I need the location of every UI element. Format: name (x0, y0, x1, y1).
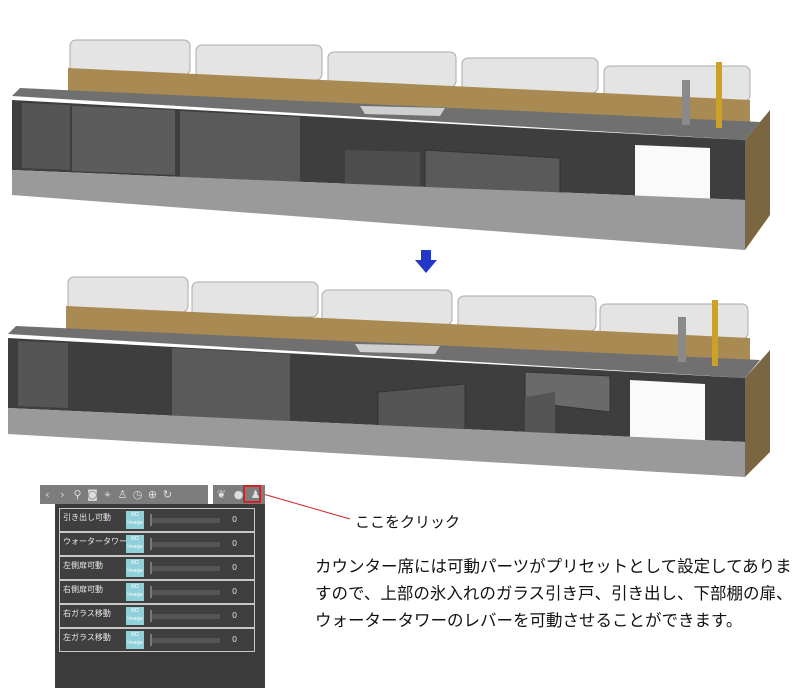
description-text: カウンター席には可動パーツがプリセットとして設定してありますので、上部の氷入れの… (315, 557, 793, 630)
counter-render-before (12, 39, 770, 250)
chevron-right-icon[interactable]: › (60, 488, 65, 501)
wrench-icon[interactable]: ⚲ (73, 488, 82, 501)
part-value: 0 (232, 539, 238, 548)
slider-handle[interactable] (150, 610, 152, 622)
part-label: 左ガラス移動 (63, 633, 111, 642)
part-row: 右側扉可動 NO image 0 (59, 580, 255, 604)
part-value: 0 (232, 563, 238, 572)
part-label: 右ガラス移動 (63, 609, 111, 618)
part-slider[interactable] (150, 518, 220, 523)
part-value: 0 (232, 611, 238, 620)
focus-icon[interactable]: ⌖ (104, 487, 111, 501)
part-thumbnail[interactable]: NO image (126, 607, 144, 625)
part-thumbnail[interactable]: NO image (126, 583, 144, 601)
part-row: 右ガラス移動 NO image 0 (59, 604, 255, 628)
figure-icon[interactable]: ♙ (117, 488, 128, 501)
slider-handle[interactable] (150, 586, 152, 598)
part-thumbnail[interactable]: NO image (126, 631, 144, 649)
part-row: 引き出し可動 NO image 0 (59, 508, 255, 532)
slider-handle[interactable] (150, 562, 152, 574)
slider-handle[interactable] (150, 514, 152, 526)
bulb-icon[interactable]: ● (233, 488, 244, 501)
part-row: ウォータータワーレバー可動NO image 0 (59, 532, 255, 556)
down-arrow-icon (414, 250, 438, 278)
toolbar-divider (208, 485, 213, 504)
callout-label: ここをクリック (355, 513, 461, 531)
part-value: 0 (232, 587, 238, 596)
part-label: 右側扉可動 (63, 585, 103, 594)
viewer-toolbar-right: ❦ ● ♟ (208, 485, 265, 504)
part-label: 引き出し可動 (63, 513, 111, 522)
highlight-box (243, 485, 261, 503)
light-icon[interactable]: ❦ (216, 488, 227, 501)
camera-icon[interactable]: ◙ (87, 488, 98, 501)
part-thumbnail[interactable]: NO image (126, 559, 144, 577)
slider-handle[interactable] (150, 538, 152, 550)
part-slider[interactable] (150, 542, 220, 547)
clock-icon[interactable]: ◷ (132, 488, 143, 501)
part-row: 左ガラス移動 NO image 0 (59, 628, 255, 652)
slider-handle[interactable] (150, 634, 152, 646)
zoom-icon[interactable]: ⊕ (147, 488, 158, 501)
part-label: ウォータータワーレバー可動 (63, 537, 129, 546)
part-value: 0 (232, 515, 238, 524)
counter-render-after (8, 276, 770, 477)
part-value: 0 (232, 635, 238, 644)
part-label: 左側扉可動 (63, 561, 103, 570)
part-slider[interactable] (150, 566, 220, 571)
part-thumbnail[interactable]: NO image (126, 535, 144, 553)
movable-parts-icon[interactable]: ♟ (250, 488, 261, 501)
part-thumbnail[interactable]: NO image (126, 511, 144, 529)
part-slider[interactable] (150, 614, 220, 619)
rotate-icon[interactable]: ↻ (162, 488, 173, 501)
part-slider[interactable] (150, 590, 220, 595)
part-slider[interactable] (150, 638, 220, 643)
part-row: 左側扉可動 NO image 0 (59, 556, 255, 580)
chevron-left-icon[interactable]: ‹ (45, 488, 50, 501)
